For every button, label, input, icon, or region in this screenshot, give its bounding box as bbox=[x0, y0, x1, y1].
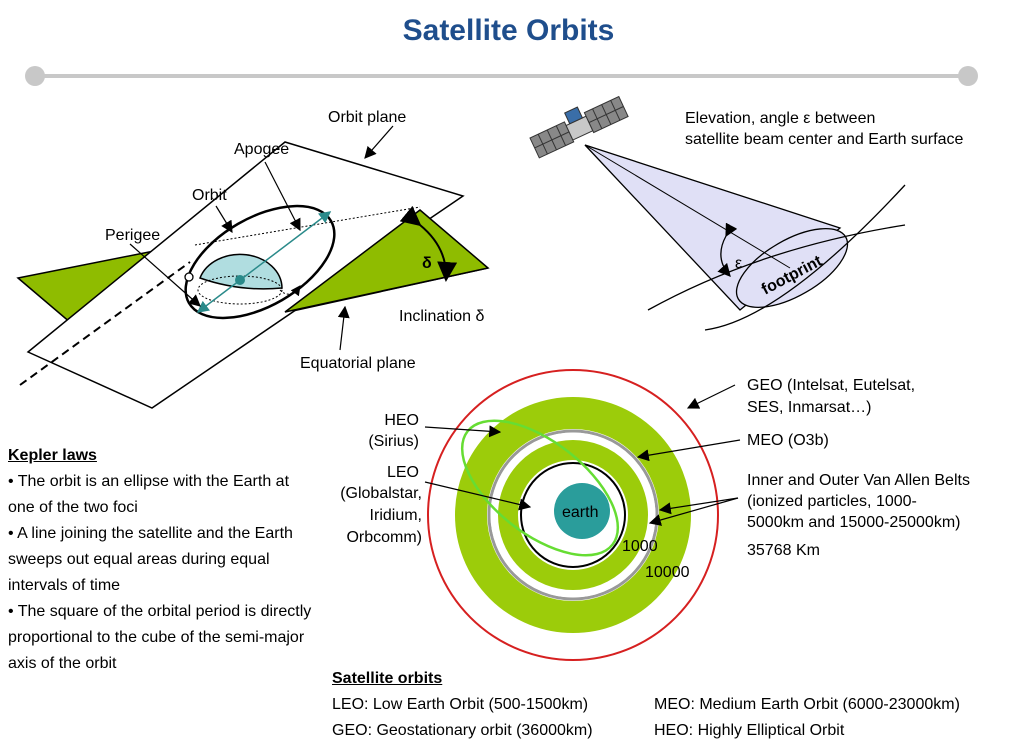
inclination-label: Inclination δ bbox=[399, 308, 484, 325]
apogee-label: Apogee bbox=[234, 141, 289, 158]
kepler-law-2: • A line joining the satellite and the E… bbox=[8, 525, 293, 594]
geo-definition: GEO: Geostationary orbit (36000km) bbox=[332, 722, 593, 739]
leo-label-line1: LEO bbox=[387, 464, 419, 481]
van-allen-label-line1: Inner and Outer Van Allen Belts bbox=[747, 472, 970, 489]
elevation-caption-line2: satellite beam center and Earth surface bbox=[685, 131, 963, 148]
leo-label-line4: Orbcomm) bbox=[346, 529, 422, 546]
meo-definition: MEO: Medium Earth Orbit (6000-23000km) bbox=[654, 696, 960, 713]
kepler-law-1: • The orbit is an ellipse with the Earth… bbox=[8, 473, 290, 516]
heo-label-line1: HEO bbox=[384, 412, 419, 429]
leo-definition: LEO: Low Earth Orbit (500-1500km) bbox=[332, 696, 589, 713]
perigee-label: Perigee bbox=[105, 227, 160, 244]
satellite-orbits-heading: Satellite orbits bbox=[332, 670, 443, 687]
geo-label-line1: GEO (Intelsat, Eutelsat, bbox=[747, 377, 915, 394]
elevation-caption-line1: Elevation, angle ε between bbox=[685, 110, 875, 127]
earth-circle bbox=[554, 483, 610, 539]
geo-distance-label: 35768 Km bbox=[747, 542, 820, 559]
kepler-laws-section: Kepler laws • The orbit is an ellipse wi… bbox=[8, 443, 318, 677]
elevation-diagram: ε footprint Elevation, angle ε between s… bbox=[529, 95, 963, 331]
leo-label-line3: Iridium, bbox=[370, 507, 422, 524]
kepler-law-3: • The square of the orbital period is di… bbox=[8, 603, 312, 672]
orbit-label: Orbit bbox=[192, 187, 227, 204]
orbit-plane-label: Orbit plane bbox=[328, 109, 406, 126]
geo-label-line2: SES, Inmarsat…) bbox=[747, 399, 871, 416]
km-1000-label: 1000 bbox=[622, 538, 658, 555]
inner-van-allen-belt bbox=[498, 440, 648, 590]
heo-label-line2: (Sirius) bbox=[368, 433, 419, 450]
geo-orbit-ring bbox=[427, 369, 719, 661]
equatorial-plane-label: Equatorial plane bbox=[300, 355, 416, 372]
van-allen-label-line3: 5000km and 15000-25000km) bbox=[747, 514, 960, 531]
delta-symbol: δ bbox=[422, 255, 432, 272]
satellite-orbits-legend: Satellite orbits LEO: Low Earth Orbit (5… bbox=[332, 666, 1012, 744]
epsilon-symbol: ε bbox=[735, 255, 742, 272]
heo-definition: HEO: Highly Elliptical Orbit bbox=[654, 722, 845, 739]
orbit-rings-diagram: earth 1000 10000 GEO (Intelsat, Eutelsat… bbox=[340, 369, 970, 661]
leo-label-line2: (Globalstar, bbox=[340, 485, 422, 502]
heo-orbit bbox=[460, 419, 620, 557]
title-divider bbox=[25, 66, 978, 86]
kepler-heading: Kepler laws bbox=[8, 447, 97, 464]
perigee-point bbox=[184, 272, 194, 282]
orbit-geometry-diagram: δ Orbit plane Apogee Orbit Perigee Incli… bbox=[16, 109, 490, 409]
earth-label: earth bbox=[562, 504, 598, 521]
satellite-icon bbox=[529, 95, 629, 159]
meo-label: MEO (O3b) bbox=[747, 432, 829, 449]
van-allen-label-line2: (ionized particles, 1000- bbox=[747, 493, 917, 510]
km-10000-label: 10000 bbox=[645, 564, 690, 581]
page-title: Satellite Orbits bbox=[402, 14, 615, 47]
outer-van-allen-belt bbox=[455, 397, 691, 633]
